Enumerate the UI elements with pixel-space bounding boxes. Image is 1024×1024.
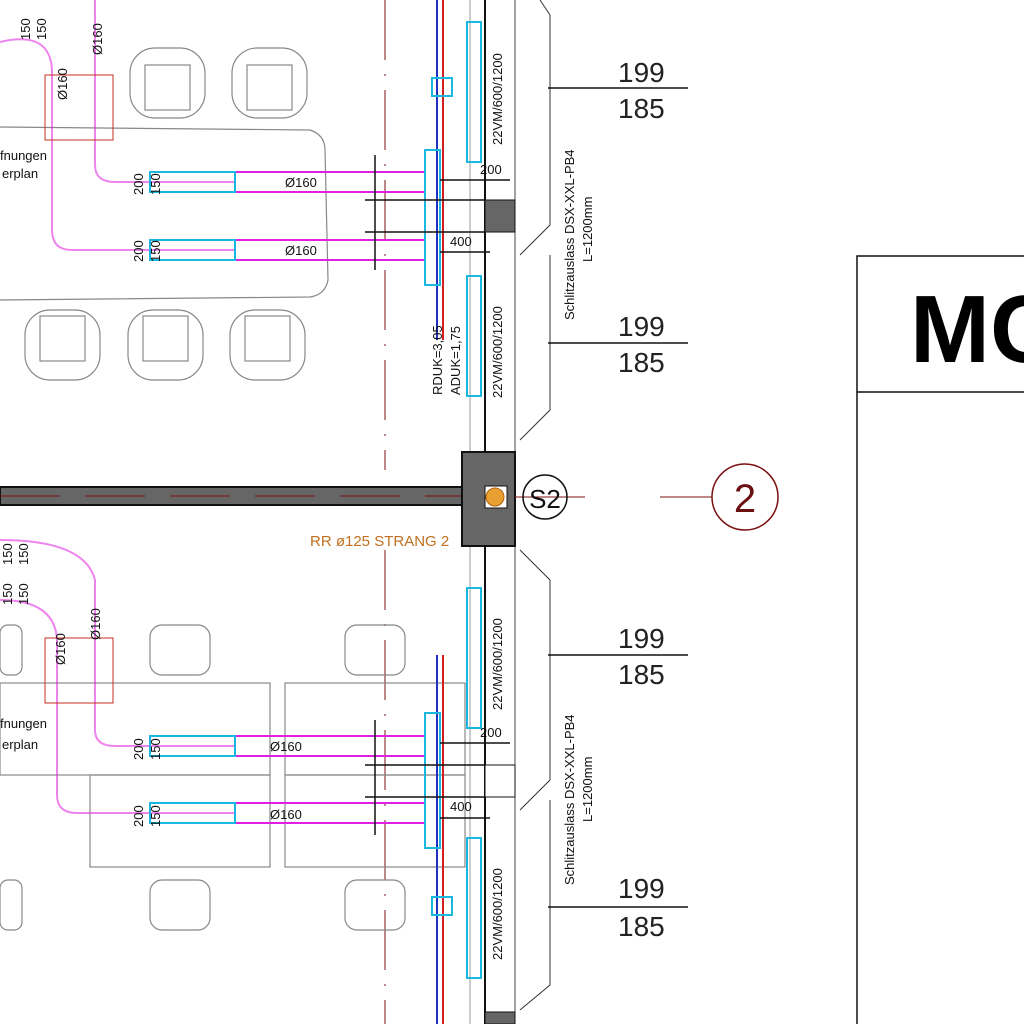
drawing-label: L=1200mm (580, 757, 595, 822)
drawing-label: 150 (148, 738, 163, 760)
conference-furniture (0, 47, 329, 381)
title-block: MC (856, 255, 1024, 1024)
dimension-lines (365, 87, 688, 908)
drawing-label: 185 (618, 659, 665, 690)
shaft-label: S2 (529, 484, 561, 514)
drawing-label: 150 (16, 583, 31, 605)
drawing-label: erplan (2, 737, 38, 752)
lower-labels: 150 150 150 150 Ø160 Ø160 fnungen erplan… (0, 543, 665, 960)
drawing-label: 150 (148, 173, 163, 195)
office-furniture (0, 624, 466, 931)
drawing-label: Ø160 (90, 23, 105, 55)
drawing-label: 199 (618, 57, 665, 88)
upper-labels: 150 150 Ø160 Ø160 fnungen erplan 200 150… (0, 18, 665, 398)
drawing-label: 150 (16, 543, 31, 565)
drawing-label: 185 (618, 347, 665, 378)
drawing-label: 185 (618, 93, 665, 124)
drawing-label: 200 (480, 725, 502, 740)
drawing-label: 150 (148, 805, 163, 827)
drawing-label: 150 (0, 543, 15, 565)
drawing-label: ADUK=1,75 (448, 326, 463, 395)
drawing-label: fnungen (0, 716, 47, 731)
drawing-label: Schlitzauslass DSX-XXL-PB4 (562, 714, 577, 885)
drawing-label: fnungen (0, 148, 47, 163)
drawing-label: Ø160 (53, 633, 68, 665)
drawing-label: Ø160 (285, 243, 317, 258)
title-block-title: MC (910, 276, 1024, 383)
drawing-label: Ø160 (270, 739, 302, 754)
drawing-label: Ø160 (88, 608, 103, 640)
upper-ducts (0, 0, 482, 397)
axis-marker-2[interactable]: 2 (660, 463, 779, 531)
drawing-label: 150 (148, 240, 163, 262)
drawing-label: 200 (131, 173, 146, 195)
drawing-label: 150 (0, 583, 15, 605)
drawing-label: 185 (618, 911, 665, 942)
drawing-label: 150 (34, 18, 49, 40)
drawing-label: 400 (450, 234, 472, 249)
lower-ducts (0, 539, 482, 979)
drawing-label: 200 (131, 738, 146, 760)
strang-label: RR ø125 STRANG 2 (310, 533, 449, 550)
walls (0, 0, 551, 1024)
drawing-label: 22VM/600/1200 (490, 868, 505, 960)
drawing-label: 22VM/600/1200 (490, 53, 505, 145)
drawing-label: 199 (618, 311, 665, 342)
drawing-label: Ø160 (270, 807, 302, 822)
drawing-label: 200 (131, 805, 146, 827)
drawing-label: RDUK=3,05 (430, 325, 445, 395)
drawing-label: 22VM/600/1200 (490, 618, 505, 710)
drawing-label: erplan (2, 166, 38, 181)
heating-pipes (436, 0, 444, 1024)
drawing-label: 199 (618, 623, 665, 654)
axis-label: 2 (734, 477, 756, 521)
drawing-label: 150 (18, 18, 33, 40)
shaft-tag: S2 (515, 474, 585, 520)
drawing-label: L=1200mm (580, 197, 595, 262)
drawing-label: 200 (131, 240, 146, 262)
drawing-label: Ø160 (285, 175, 317, 190)
drawing-label: 200 (480, 162, 502, 177)
drawing-label: 199 (618, 873, 665, 904)
drawing-label: 400 (450, 799, 472, 814)
drawing-label: Schlitzauslass DSX-XXL-PB4 (562, 149, 577, 320)
fan-icon (485, 487, 505, 507)
drawing-label: Ø160 (55, 68, 70, 100)
drawing-label: 22VM/600/1200 (490, 306, 505, 398)
